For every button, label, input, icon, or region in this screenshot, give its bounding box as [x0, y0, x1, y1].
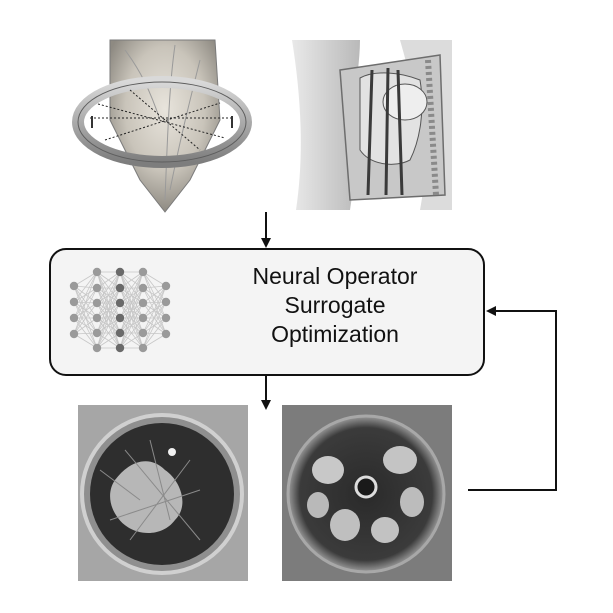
network-node	[92, 267, 102, 277]
network-edge	[73, 333, 98, 349]
network-edge	[96, 271, 121, 319]
network-edge	[119, 271, 144, 304]
reconstruction-image-left	[78, 405, 248, 581]
network-edge	[119, 302, 144, 349]
network-edge	[119, 271, 144, 349]
network-edge	[73, 271, 98, 303]
network-node	[115, 343, 125, 353]
network-edge	[73, 302, 98, 335]
network-node	[161, 313, 171, 323]
network-edge	[73, 301, 98, 319]
network-edge	[119, 271, 144, 289]
network-edge	[119, 271, 144, 319]
network-edge	[96, 271, 121, 289]
network-edge	[119, 287, 144, 349]
network-node	[92, 343, 102, 353]
network-edge	[142, 271, 167, 287]
reconstruction-image-right	[282, 405, 452, 581]
network-edge	[73, 301, 98, 334]
network-edge	[142, 317, 167, 335]
network-edge	[142, 317, 167, 349]
network-node	[161, 329, 171, 339]
network-node	[138, 343, 148, 353]
network-node	[69, 329, 79, 339]
network-node	[115, 283, 125, 293]
network-edge	[142, 285, 167, 319]
network-edge	[142, 302, 167, 335]
network-node	[92, 328, 102, 338]
network-node	[92, 313, 102, 323]
network-node	[69, 281, 79, 291]
network-node	[138, 328, 148, 338]
network-edge	[119, 332, 144, 349]
network-edge	[142, 333, 167, 349]
network-edge	[73, 317, 98, 334]
network-edge	[73, 271, 98, 287]
network-edge	[73, 285, 98, 334]
network-edge	[142, 287, 167, 303]
network-node	[161, 281, 171, 291]
network-edge	[73, 287, 98, 335]
network-edge	[142, 302, 167, 319]
network-node	[92, 298, 102, 308]
network-edge	[96, 287, 121, 349]
feedback-arrow	[468, 306, 557, 491]
network-edge	[96, 332, 121, 349]
network-edge	[96, 317, 121, 349]
network-node	[115, 267, 125, 277]
network-edge	[142, 287, 167, 319]
network-node	[92, 283, 102, 293]
network-edge	[142, 285, 167, 349]
network-node	[138, 298, 148, 308]
network-edge	[96, 302, 121, 349]
network-edge	[142, 285, 167, 334]
network-edge	[96, 271, 121, 349]
knee-anatomy-illustration	[282, 38, 452, 212]
network-node	[138, 283, 148, 293]
network-edge	[96, 271, 121, 334]
network-edge	[142, 301, 167, 349]
network-edge	[73, 271, 98, 335]
network-edge	[142, 287, 167, 335]
network-edge	[73, 271, 98, 319]
network-node	[161, 297, 171, 307]
network-edge	[119, 317, 144, 349]
network-node	[115, 328, 125, 338]
network-node	[138, 313, 148, 323]
network-edge	[73, 317, 98, 335]
box-line-2: Surrogate	[284, 292, 386, 318]
network-node	[69, 313, 79, 323]
neural-network-icon	[69, 267, 171, 353]
network-edge	[142, 285, 167, 304]
network-edge	[96, 271, 121, 304]
network-node	[115, 313, 125, 323]
network-edge	[119, 271, 144, 334]
network-node	[69, 297, 79, 307]
network-node	[115, 298, 125, 308]
ring-transducer-illustration	[72, 38, 252, 214]
box-line-3: Optimization	[271, 321, 399, 347]
network-node	[138, 267, 148, 277]
box-line-1: Neural Operator	[252, 263, 418, 289]
